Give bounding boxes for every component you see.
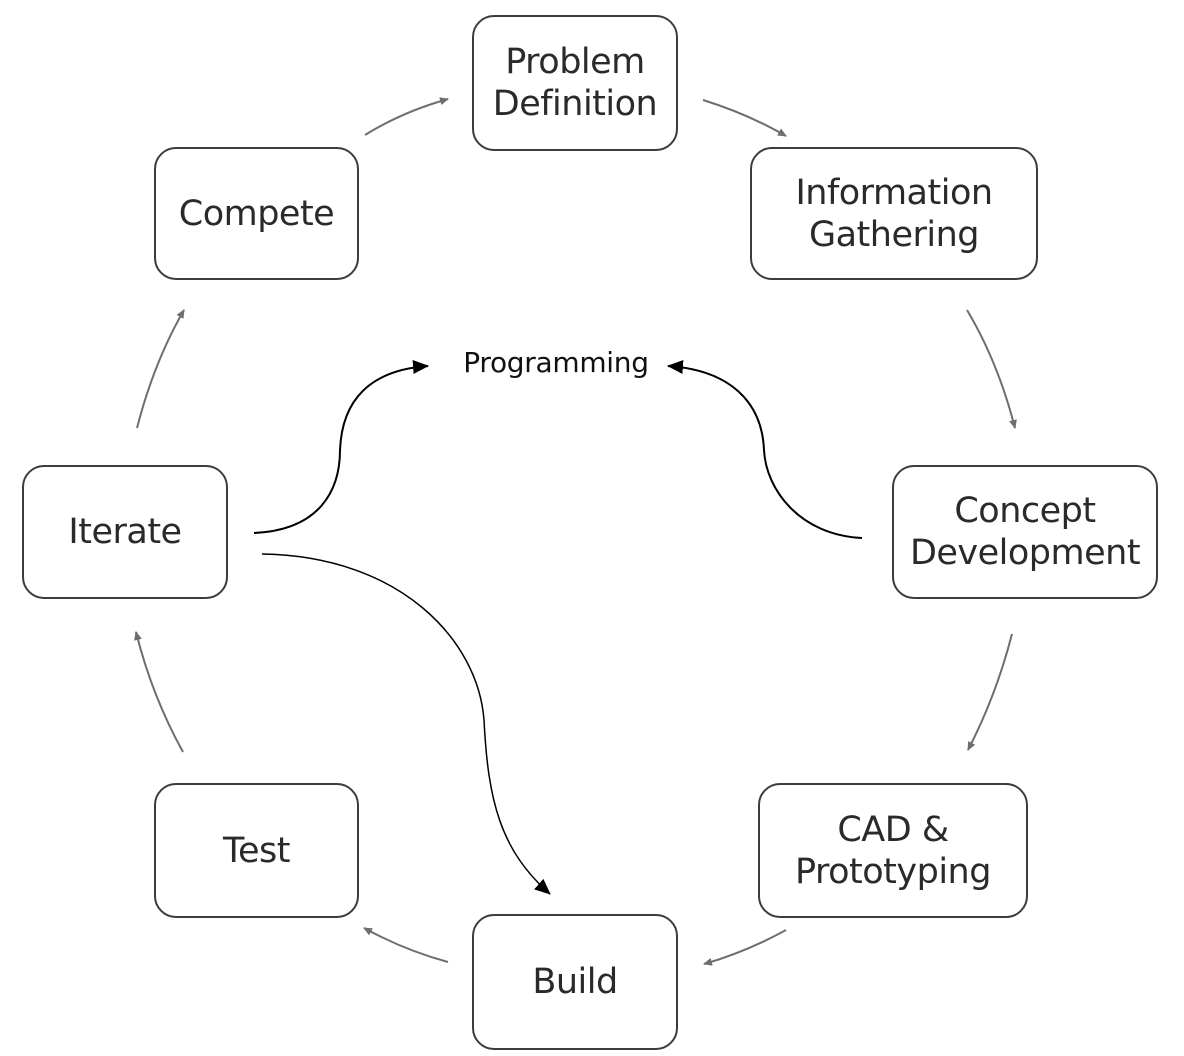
- edge-build-to-test: [363, 927, 449, 963]
- node-concept-development: Concept Development: [892, 465, 1158, 599]
- edge-concept-to-cad: [967, 633, 1013, 751]
- node-problem-definition: Problem Definition: [472, 15, 678, 151]
- edge-problem-to-information: [702, 99, 787, 137]
- edge-iterate-to-build: [261, 553, 551, 895]
- node-compete: Compete: [154, 147, 359, 280]
- edge-test-to-iterate: [134, 631, 184, 753]
- node-label: Problem Definition: [492, 42, 658, 124]
- edge-iterate-to-programming: [253, 360, 429, 534]
- node-information-gathering: Information Gathering: [750, 147, 1038, 280]
- edge-cad-to-build: [703, 929, 787, 966]
- node-label: Compete: [178, 193, 335, 234]
- edge-iterate-to-compete: [136, 309, 185, 429]
- edge-information-to-concept: [966, 309, 1017, 429]
- node-build: Build: [472, 914, 678, 1050]
- node-test: Test: [154, 783, 359, 918]
- node-label: CAD & Prototyping: [795, 809, 991, 892]
- programming-label: Programming: [463, 346, 649, 379]
- node-label: Build: [532, 962, 618, 1002]
- node-label: Test: [223, 830, 290, 871]
- node-iterate: Iterate: [22, 465, 228, 599]
- edge-compete-to-problem: [364, 97, 449, 136]
- node-cad-prototyping: CAD & Prototyping: [758, 783, 1028, 918]
- node-label: Information Gathering: [795, 172, 993, 255]
- edge-concept-to-programming: [667, 359, 863, 539]
- node-label: Iterate: [68, 512, 182, 552]
- node-label: Concept Development: [909, 491, 1141, 573]
